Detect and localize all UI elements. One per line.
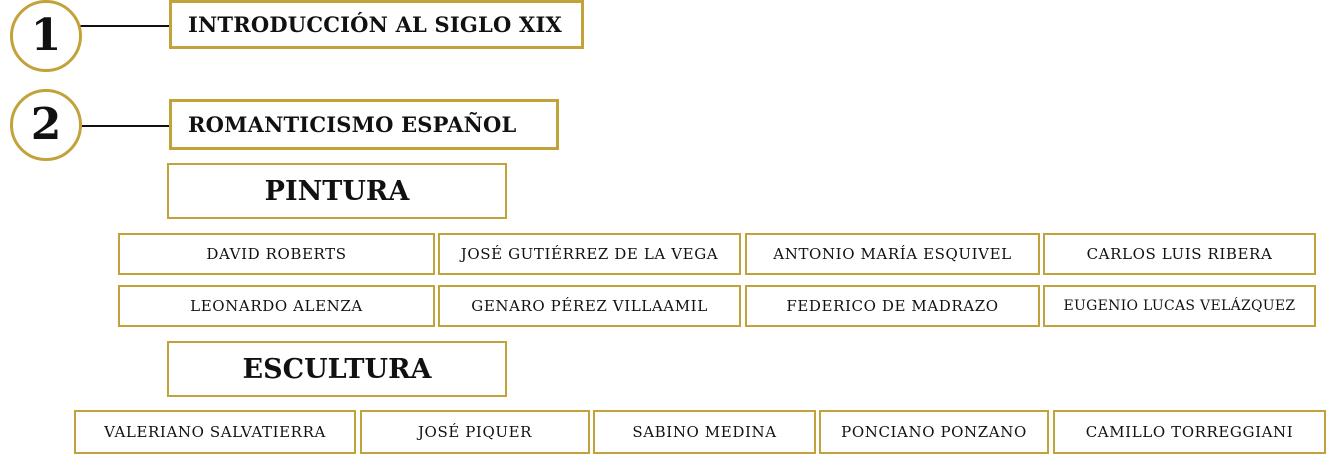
artist-federico-de-madrazo[interactable]: FEDERICO DE MADRAZO [745, 285, 1040, 327]
artist-david-roberts[interactable]: DAVID ROBERTS [118, 233, 435, 275]
artist-valeriano-salvatierra[interactable]: VALERIANO SALVATIERRA [74, 410, 356, 454]
category-escultura[interactable]: ESCULTURA [167, 341, 507, 397]
artist-camillo-torreggiani[interactable]: CAMILLO TORREGGIANI [1053, 410, 1326, 454]
artist-carlos-luis-ribera[interactable]: CARLOS LUIS RIBERA [1043, 233, 1316, 275]
artist-sabino-medina[interactable]: SABINO MEDINA [593, 410, 816, 454]
artist-genaro-perez-villaamil[interactable]: GENARO PÉREZ VILLAAMIL [438, 285, 741, 327]
section-2-title[interactable]: ROMANTICISMO ESPAÑOL [169, 99, 559, 150]
section-2-connector [80, 125, 172, 127]
section-1-connector [80, 25, 172, 27]
section-1-number: 1 [10, 0, 82, 72]
artist-leonardo-alenza[interactable]: LEONARDO ALENZA [118, 285, 435, 327]
artist-jose-gutierrez-de-la-vega[interactable]: JOSÉ GUTIÉRREZ DE LA VEGA [438, 233, 741, 275]
artist-ponciano-ponzano[interactable]: PONCIANO PONZANO [819, 410, 1049, 454]
category-pintura[interactable]: PINTURA [167, 163, 507, 219]
artist-eugenio-lucas-velazquez[interactable]: EUGENIO LUCAS VELÁZQUEZ [1043, 285, 1316, 327]
section-2-number: 2 [10, 89, 82, 161]
artist-antonio-maria-esquivel[interactable]: ANTONIO MARÍA ESQUIVEL [745, 233, 1040, 275]
section-1-title[interactable]: INTRODUCCIÓN AL SIGLO XIX [169, 0, 584, 49]
artist-jose-piquer[interactable]: JOSÉ PIQUER [360, 410, 590, 454]
